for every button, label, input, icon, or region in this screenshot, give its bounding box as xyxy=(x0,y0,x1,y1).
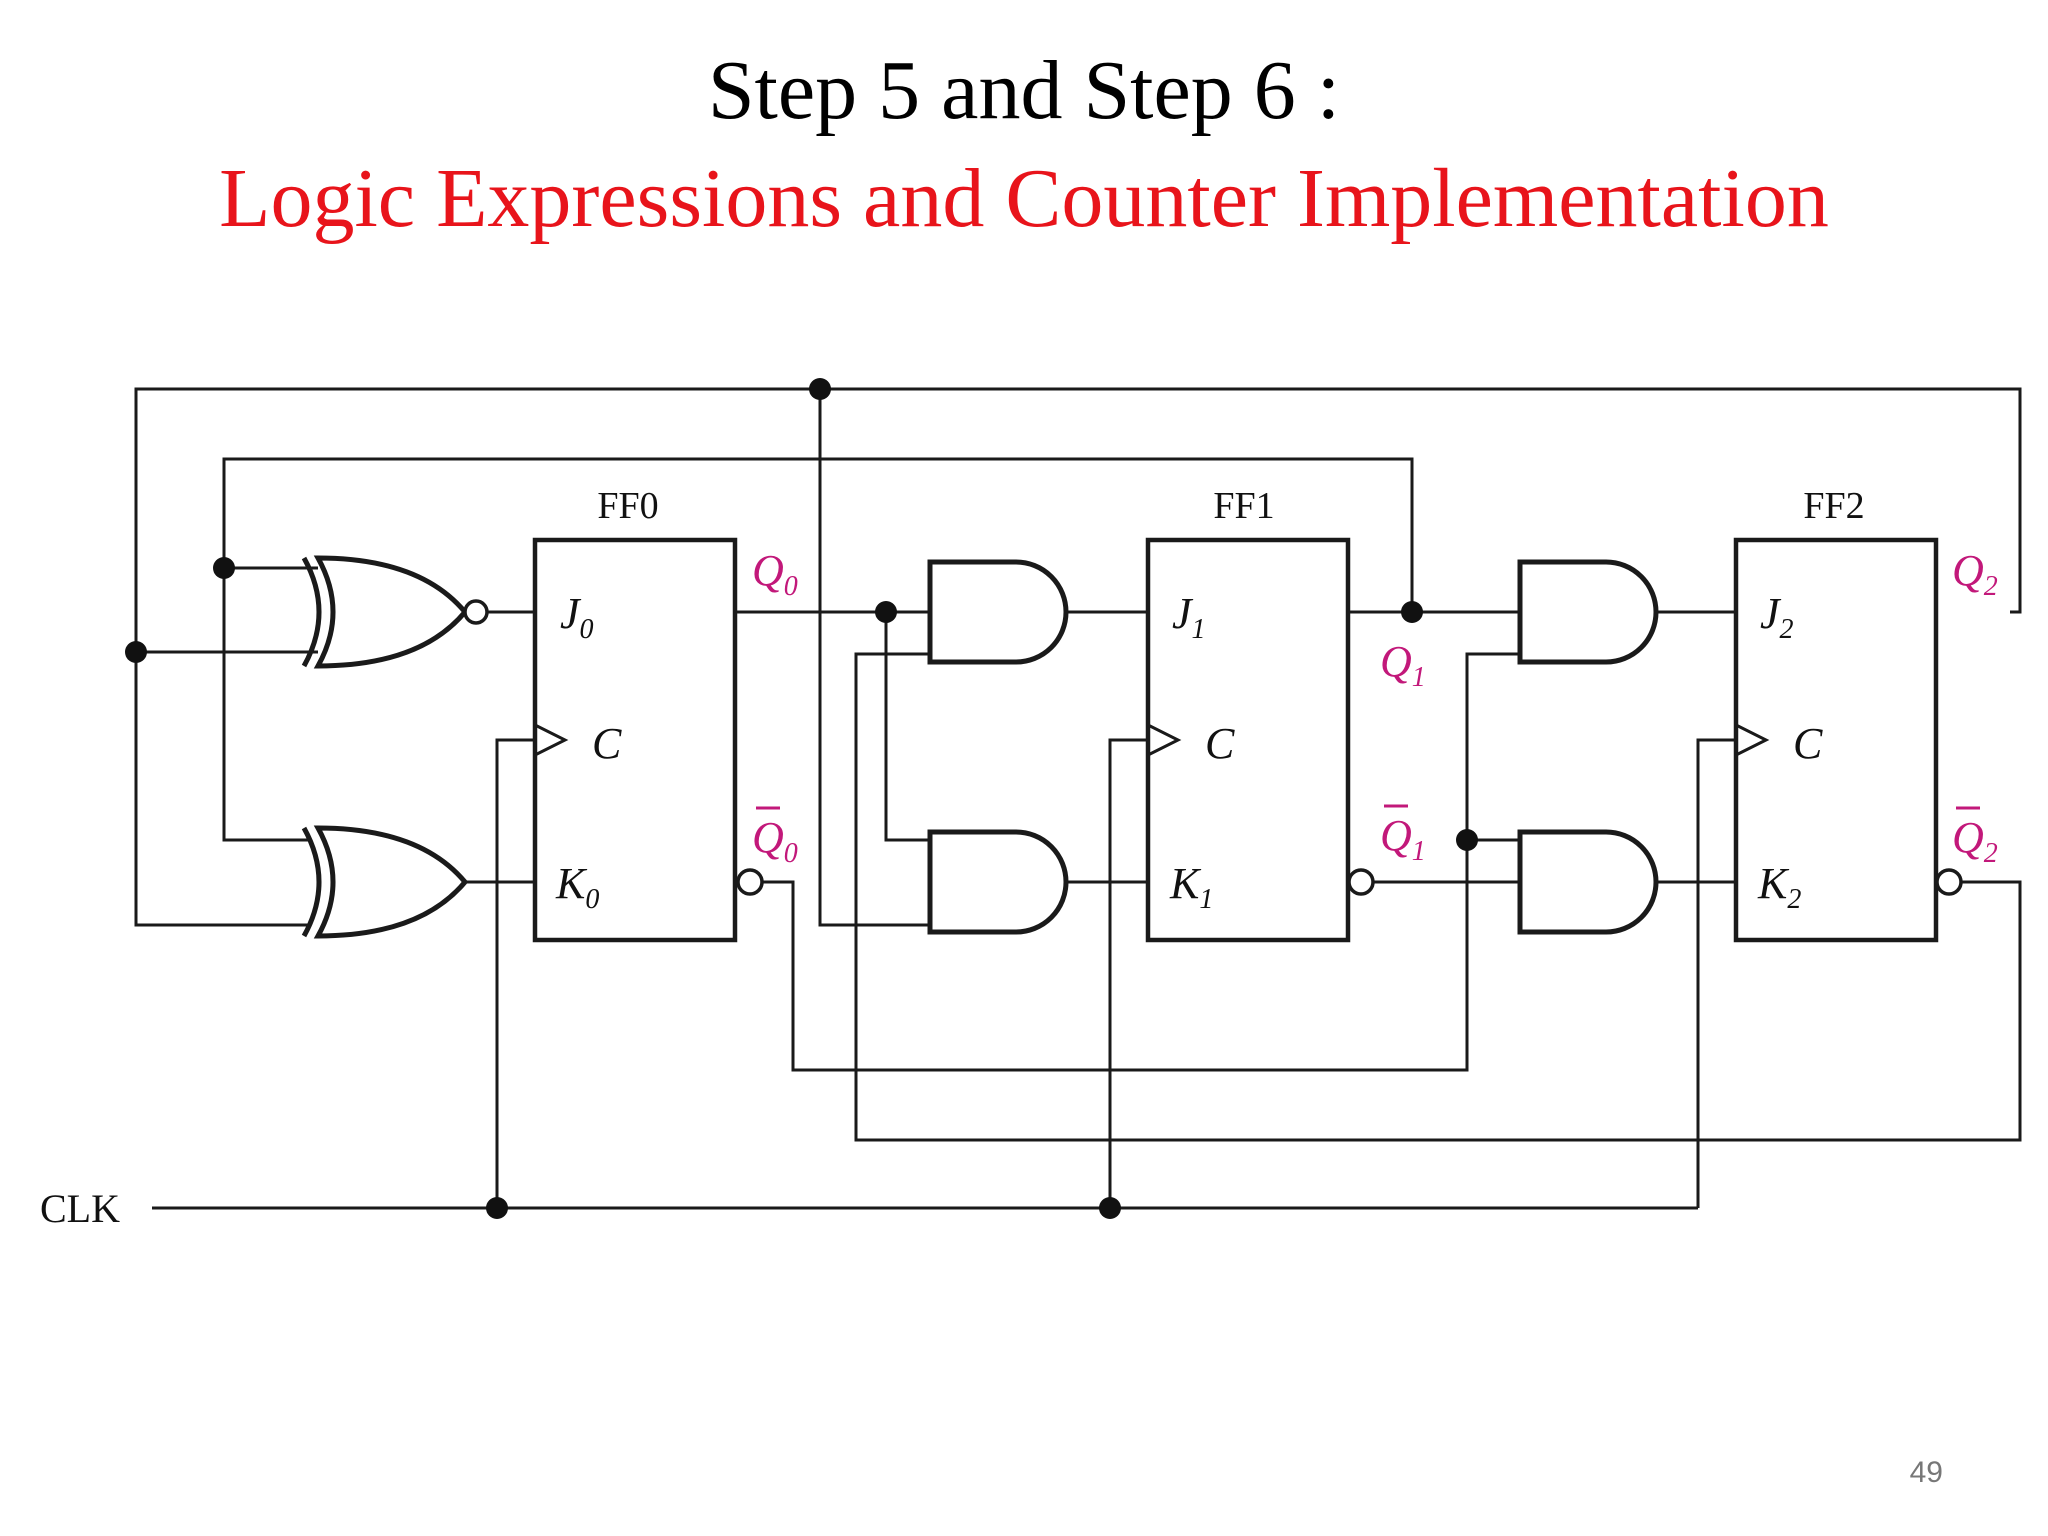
svg-text:C: C xyxy=(1205,719,1235,768)
slide-title: Step 5 and Step 6 : xyxy=(707,44,1341,137)
svg-text:Q2: Q2 xyxy=(1952,813,1998,869)
and-gate-j2 xyxy=(1517,559,1659,665)
slide-number: 49 xyxy=(1909,1456,1943,1489)
slide-subtitle: Logic Expressions and Counter Implementa… xyxy=(219,152,1829,245)
ff1-name: FF1 xyxy=(1213,485,1274,527)
and-gate-k2 xyxy=(1517,829,1659,935)
svg-text:Q1: Q1 xyxy=(1380,811,1426,867)
junction-dots xyxy=(125,378,1478,1219)
clock-label: CLK xyxy=(40,1186,120,1231)
flip-flop-ff1: FF1 J1 C K1 Q1 Q1 xyxy=(1145,485,1426,943)
ff2-name: FF2 xyxy=(1803,485,1864,527)
svg-text:Q2: Q2 xyxy=(1952,546,1998,602)
ff0-name: FF0 xyxy=(597,485,658,527)
svg-text:K2: K2 xyxy=(1757,859,1801,915)
xor-gate xyxy=(301,825,469,939)
svg-text:J1: J1 xyxy=(1172,589,1206,645)
svg-text:C: C xyxy=(1793,719,1823,768)
and-gate-j1 xyxy=(927,559,1069,665)
wires xyxy=(134,387,2022,1210)
xnor-gate xyxy=(301,555,489,669)
svg-text:C: C xyxy=(592,719,622,768)
svg-text:K1: K1 xyxy=(1169,859,1213,915)
svg-text:J2: J2 xyxy=(1760,589,1794,645)
svg-text:Q0: Q0 xyxy=(752,813,798,869)
and-gate-k1 xyxy=(927,829,1069,935)
svg-text:K0: K0 xyxy=(555,859,599,915)
svg-text:J0: J0 xyxy=(560,589,594,645)
svg-text:Q0: Q0 xyxy=(752,546,798,602)
flip-flop-ff2: FF2 J2 C K2 Q2 Q2 xyxy=(1733,485,1998,943)
svg-text:Q1: Q1 xyxy=(1380,637,1426,693)
flip-flop-ff0: FF0 J0 C K0 Q0 Q0 xyxy=(532,485,798,943)
